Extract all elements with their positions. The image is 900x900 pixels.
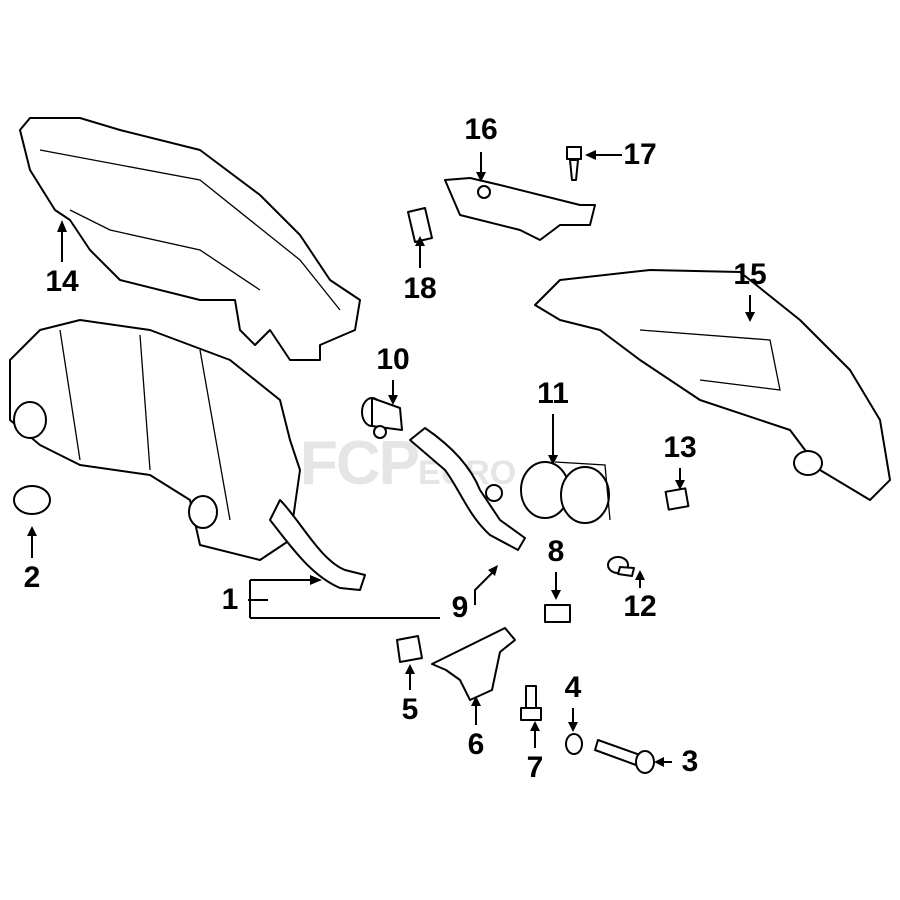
bolt-17 xyxy=(566,146,582,181)
callout-2: 2 xyxy=(23,561,41,594)
bracket-upper xyxy=(444,177,596,241)
push-pin xyxy=(607,556,635,577)
callout-13: 13 xyxy=(663,431,697,464)
rubber-bushing-5 xyxy=(396,635,423,663)
heat-shield-right xyxy=(534,269,891,501)
pipe-clamp-10 xyxy=(361,397,403,439)
callout-16: 16 xyxy=(464,113,498,146)
callout-7: 7 xyxy=(526,751,544,784)
callout-10: 10 xyxy=(376,343,410,376)
callout-9: 9 xyxy=(451,591,469,624)
callout-6: 6 xyxy=(467,728,485,761)
bolt-3 xyxy=(594,739,655,774)
clip-nut xyxy=(664,487,690,511)
washer xyxy=(565,733,583,755)
heat-shield-upper-left xyxy=(19,117,361,361)
tail-pipe xyxy=(409,427,526,551)
callout-14: 14 xyxy=(45,265,79,298)
clamp xyxy=(13,485,51,515)
hanger-bracket xyxy=(431,627,516,701)
exhaust-tips xyxy=(520,461,611,524)
clip xyxy=(407,207,433,243)
callout-1: 1 xyxy=(221,583,239,616)
callout-15: 15 xyxy=(733,258,767,291)
callout-4: 4 xyxy=(564,671,582,704)
callout-18: 18 xyxy=(403,272,437,305)
callout-8: 8 xyxy=(547,535,565,568)
leader-lines xyxy=(27,150,755,767)
callout-11: 11 xyxy=(537,377,569,410)
rubber-bushing-8 xyxy=(544,604,571,623)
callout-17: 17 xyxy=(623,138,657,171)
callout-5: 5 xyxy=(401,693,419,726)
stud-bolt xyxy=(520,685,542,721)
callout-3: 3 xyxy=(681,745,699,778)
muffler-assembly xyxy=(9,319,366,591)
callout-12: 12 xyxy=(623,590,657,623)
